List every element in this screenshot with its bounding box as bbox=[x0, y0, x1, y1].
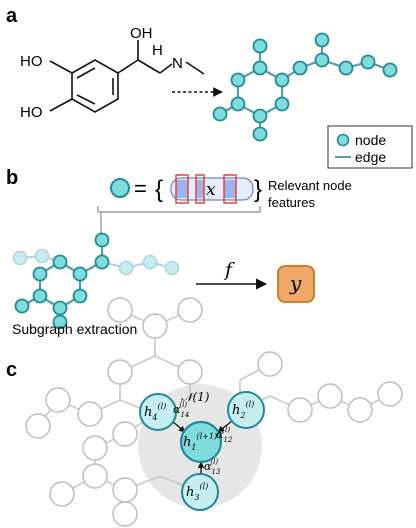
output-y-symbol: y bbox=[289, 271, 302, 295]
feature-bar-3 bbox=[224, 180, 236, 198]
feature-node-icon bbox=[110, 178, 130, 198]
bond-chain-2 bbox=[137, 59, 161, 74]
node-h2 bbox=[227, 391, 265, 429]
bond-chain-3 bbox=[159, 63, 173, 74]
feature-open-brace: { bbox=[155, 176, 163, 203]
bond-chain-1 bbox=[117, 59, 139, 74]
background-graph-nodes bbox=[25, 297, 403, 527]
function-f-symbol: f bbox=[223, 259, 235, 281]
legend: node edge bbox=[327, 125, 413, 169]
background-graph bbox=[25, 297, 403, 527]
subgraph-caption: Subgraph extraction bbox=[12, 321, 137, 337]
node-h1-center bbox=[179, 420, 223, 464]
node-h4 bbox=[139, 393, 177, 431]
subgraph-faded-nodes bbox=[12, 248, 180, 276]
label-h4: h4(l) bbox=[144, 402, 166, 422]
feature-vector: x bbox=[170, 174, 254, 204]
bond-ho-lower bbox=[49, 98, 73, 112]
label-alpha14: α14(l) bbox=[173, 401, 189, 419]
atom-h: H bbox=[152, 42, 163, 59]
feature-highlight-1 bbox=[175, 174, 189, 204]
atom-ho-lower: HO bbox=[20, 104, 43, 121]
feature-x-symbol: x bbox=[206, 180, 216, 200]
bond-ho-upper bbox=[49, 60, 73, 74]
double-bond-3 bbox=[76, 94, 96, 105]
atom-n: N bbox=[172, 55, 183, 72]
label-alpha12: α12(l) bbox=[216, 426, 233, 444]
molecule-graph-nodes bbox=[212, 32, 398, 142]
feature-caption-line2: features bbox=[268, 195, 315, 210]
benzene-ring bbox=[71, 59, 119, 113]
feature-bar-1 bbox=[176, 180, 188, 198]
feature-caption-line1: Relevant node bbox=[268, 178, 352, 193]
panel-label-a: a bbox=[6, 5, 18, 27]
label-h2: h2(l) bbox=[232, 400, 254, 420]
bond-methyl bbox=[185, 61, 205, 75]
label-alpha13: α13(l) bbox=[204, 458, 221, 476]
feature-equals: = bbox=[134, 176, 147, 201]
double-bond-1 bbox=[76, 67, 96, 79]
atom-ho-upper: HO bbox=[20, 53, 43, 70]
neighborhood-label: 𝒩(1) bbox=[181, 390, 210, 404]
panel-label-c: c bbox=[6, 359, 17, 381]
arrow-n2-to-center bbox=[217, 420, 233, 433]
node-h3 bbox=[181, 473, 219, 511]
subgraph bbox=[12, 232, 180, 330]
panel-label-b: b bbox=[6, 167, 18, 189]
molecule-graph-edges bbox=[219, 40, 391, 134]
subgraph-nodes bbox=[14, 232, 110, 330]
output-y-box bbox=[277, 265, 315, 303]
legend-node-label: node bbox=[355, 132, 386, 148]
feature-highlight-2 bbox=[195, 174, 205, 204]
feature-highlight-3 bbox=[223, 174, 237, 204]
atom-oh: OH bbox=[130, 25, 153, 42]
feature-bracket bbox=[97, 206, 261, 213]
molecule-structure bbox=[49, 40, 205, 113]
arrow-n4-to-center bbox=[171, 420, 186, 433]
feature-bar-2 bbox=[196, 180, 204, 198]
feature-close-brace: } bbox=[254, 176, 262, 203]
legend-box bbox=[327, 125, 413, 169]
molecule-graph bbox=[212, 32, 398, 142]
legend-node-icon bbox=[336, 133, 350, 147]
label-h1: h1(l+1) bbox=[183, 432, 217, 452]
label-h3: h3(l) bbox=[186, 482, 208, 502]
legend-edge-label: edge bbox=[355, 149, 386, 165]
